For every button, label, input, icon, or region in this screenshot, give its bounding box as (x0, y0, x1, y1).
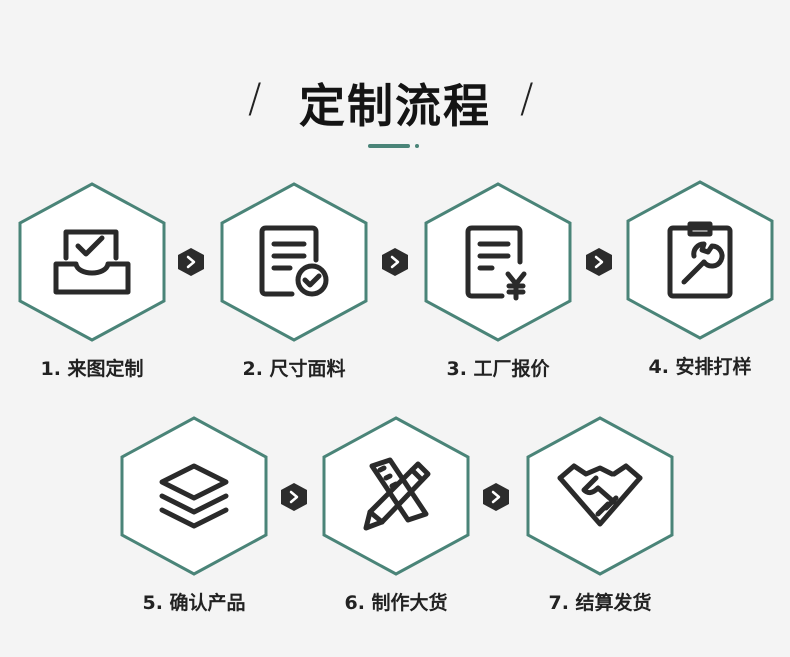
step-7: 7. 结算发货 (526, 416, 674, 616)
chevron-right-icon (483, 483, 509, 511)
step-1: 1. 来图定制 (18, 182, 166, 382)
title-underline (368, 144, 410, 148)
title-slash-right: / (520, 76, 534, 122)
step-label: 7. 结算发货 (548, 592, 652, 614)
layers-icon (159, 463, 229, 529)
chevron-right-icon (281, 483, 307, 511)
chevron-right-icon (178, 248, 204, 276)
tray-check-icon (53, 229, 131, 295)
page-title: 定制流程 (299, 79, 491, 133)
title-slash-left: / (248, 76, 262, 122)
step-label: 4. 安排打样 (648, 356, 752, 378)
step-2: 2. 尺寸面料 (220, 182, 368, 382)
step-label: 1. 来图定制 (40, 358, 144, 380)
hexagon-frame (626, 180, 774, 340)
step-4: 4. 安排打样 (626, 180, 774, 380)
chevron-right-icon (382, 248, 408, 276)
clipboard-wrench-icon (667, 221, 733, 299)
hexagon-frame (220, 182, 368, 342)
document-check-icon (259, 225, 329, 297)
step-label: 3. 工厂报价 (446, 358, 550, 380)
step-6: 6. 制作大货 (322, 416, 470, 616)
hexagon-frame (424, 182, 572, 342)
hexagon-frame (526, 416, 674, 576)
step-5: 5. 确认产品 (120, 416, 268, 616)
handshake-icon (557, 463, 643, 527)
hexagon-frame (18, 182, 166, 342)
header: / 定制流程 / (0, 70, 790, 140)
invoice-yen-icon (465, 225, 527, 301)
hexagon-frame (322, 416, 470, 576)
title-underline-dot (415, 144, 419, 148)
step-3: 3. 工厂报价 (424, 182, 572, 382)
pencil-ruler-icon (363, 457, 431, 531)
step-label: 6. 制作大货 (344, 592, 448, 614)
step-label: 5. 确认产品 (142, 592, 246, 614)
step-label: 2. 尺寸面料 (242, 358, 346, 380)
chevron-right-icon (586, 248, 612, 276)
